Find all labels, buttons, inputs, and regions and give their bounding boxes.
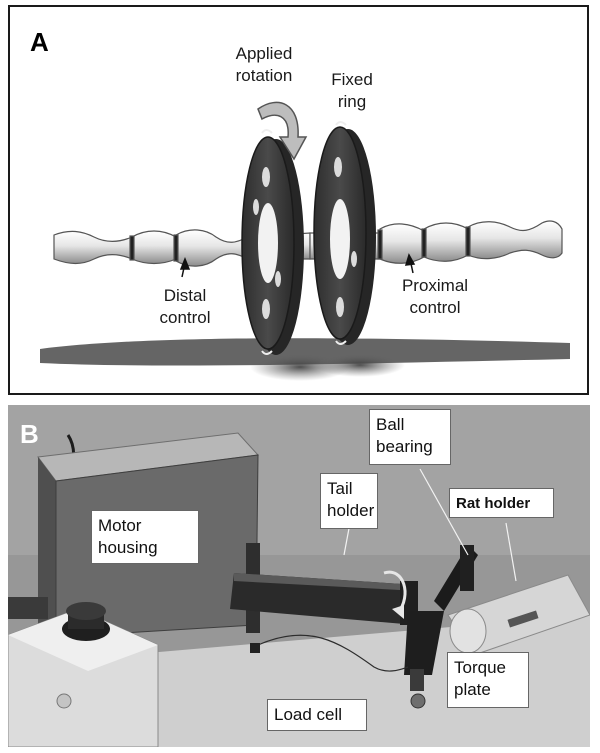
bone-fixture-illustration xyxy=(40,101,570,381)
label-load-cell: Load cell xyxy=(267,699,367,731)
label-rat-holder: Rat holder xyxy=(449,488,554,518)
panel-b: B Motor housing Tail holder Ball bearing… xyxy=(8,405,590,747)
rat-holder-tube xyxy=(447,574,590,656)
fixed-disk xyxy=(313,121,376,345)
label-motor-housing: Motor housing xyxy=(91,510,199,564)
panel-a-letter: A xyxy=(30,27,49,57)
label-distal-control: Distal control xyxy=(159,286,211,327)
apparatus-photo xyxy=(8,405,590,747)
label-fixed-ring: Fixed ring xyxy=(331,70,373,111)
torque-plate-frame xyxy=(404,545,478,709)
callout-arrows xyxy=(179,253,416,278)
label-proximal-control: Proximal control xyxy=(401,276,469,317)
label-torque-plate: Torque plate xyxy=(447,652,529,708)
bone-rod xyxy=(53,220,563,267)
label-applied-rotation: Applied rotation xyxy=(235,44,293,85)
label-tail-holder: Tail holder xyxy=(320,473,378,529)
emergency-stop-box xyxy=(8,597,159,747)
panel-b-letter: B xyxy=(20,419,39,449)
rotation-arrow xyxy=(257,101,308,161)
label-ball-bearing: Ball bearing xyxy=(369,409,451,465)
panel-a: A Applied rotation Fixed ring Distal con… xyxy=(8,5,589,395)
ground-shadow xyxy=(40,338,570,381)
rotating-disk xyxy=(241,129,304,355)
